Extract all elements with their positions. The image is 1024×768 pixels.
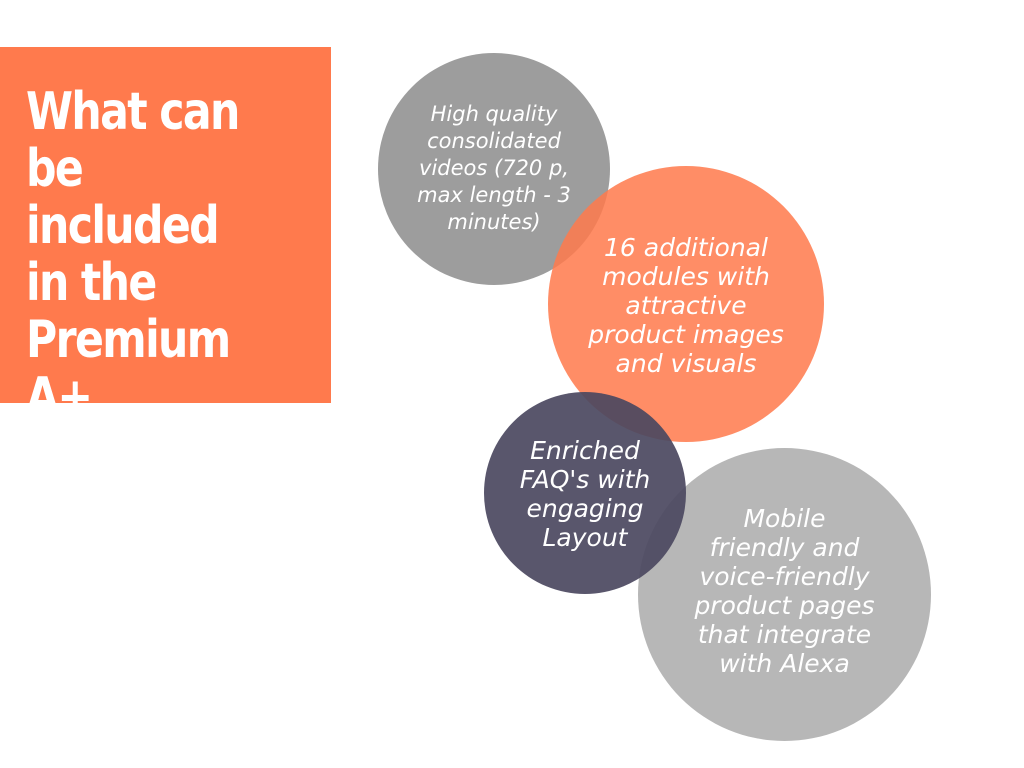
page-title: What can be included in the Premium A+ C… [26,82,240,484]
bubble-mobile-text: Mobile friendly and voice-friendly produ… [694,503,875,678]
bubble-faq: Enriched FAQ's with engaging Layout [484,392,686,594]
bubble-videos: High quality consolidated videos (720 p,… [378,53,610,285]
title-panel [0,47,331,403]
bubble-mobile: Mobile friendly and voice-friendly produ… [638,448,931,741]
bubble-videos-text: High quality consolidated videos (720 p,… [417,101,571,234]
bubble-modules-text: 16 additional modules with attractive pr… [588,232,784,378]
bubble-faq-text: Enriched FAQ's with engaging Layout [519,436,651,552]
